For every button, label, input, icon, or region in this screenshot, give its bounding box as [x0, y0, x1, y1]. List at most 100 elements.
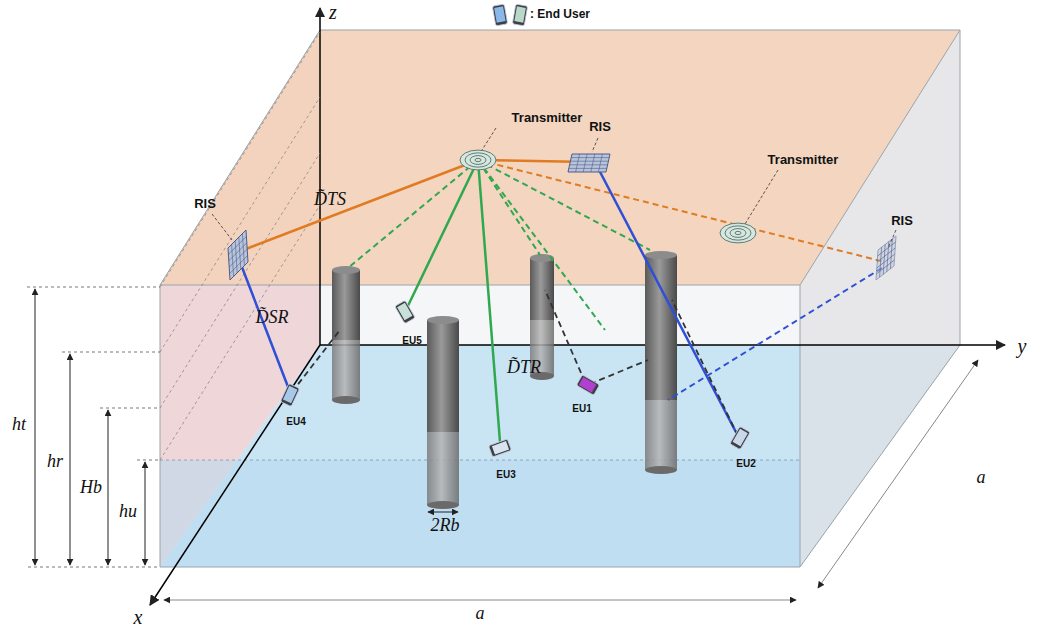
transmitter-ring: [735, 231, 741, 234]
height-guide: [160, 97, 320, 352]
transmitter-ring: [725, 226, 751, 240]
ris-surface: [228, 230, 248, 280]
label-text: a: [977, 468, 986, 488]
ris-surface: [568, 154, 610, 172]
ris-grid: [890, 239, 892, 269]
diameter-arrow: [428, 512, 458, 513]
height-arrow: [145, 462, 146, 565]
leader-line: [482, 128, 496, 150]
phone-screen: [579, 377, 596, 392]
label-text: EU4: [286, 416, 305, 427]
blocked-link: [545, 290, 585, 382]
label-text: y: [1018, 335, 1027, 357]
transmitter-ring: [460, 150, 496, 170]
ris-grid: [878, 242, 896, 256]
ris-grid: [877, 254, 895, 268]
dimension-arrow: [818, 360, 978, 588]
pillar-top: [427, 316, 459, 324]
front-face: [160, 285, 800, 567]
direct-link: [478, 160, 540, 255]
pillar-base: [645, 466, 677, 474]
height-arrow: [108, 410, 109, 565]
height-tick: [27, 287, 160, 288]
label-text: EU3: [496, 469, 515, 480]
ris-panel: [876, 236, 896, 280]
z-axis: [319, 8, 321, 345]
pillar-top: [332, 266, 360, 274]
pillar-body: [427, 432, 459, 505]
label-text: EU5: [402, 335, 421, 346]
direct-link: [478, 160, 500, 442]
ris-grid: [569, 168, 607, 169]
label-text: EU2: [736, 458, 755, 469]
room-edge: [160, 30, 320, 285]
ris-grid: [571, 157, 609, 158]
label-text: Hb: [80, 478, 102, 498]
ris-grid: [883, 244, 885, 274]
ris-grid: [570, 161, 608, 162]
phone-screen: [492, 441, 509, 455]
label-text: D̃SR: [256, 308, 289, 328]
blocked-link: [292, 330, 340, 392]
phone-screen: [733, 429, 748, 446]
phone-icon: [730, 426, 750, 449]
ris-grid: [880, 247, 882, 277]
pillar-body: [645, 400, 677, 470]
phone-body: [280, 383, 299, 406]
dimension-arrow: [164, 600, 796, 601]
pillar-body: [530, 258, 554, 320]
pillar: [427, 316, 459, 509]
transmitter-disc: [720, 223, 756, 243]
height-guide: [160, 153, 320, 408]
transmitter-ring: [720, 223, 756, 243]
user-height-line: [160, 460, 800, 461]
ris-grid: [583, 154, 587, 172]
pillar-body: [427, 320, 459, 432]
height-guide: [160, 205, 320, 460]
pillar-body: [332, 340, 360, 400]
phone-body: [489, 439, 512, 457]
label-text: D̃TS: [314, 190, 346, 210]
height-tick: [62, 352, 160, 353]
phone-icon: [280, 383, 299, 406]
transmitter-ring: [475, 158, 481, 161]
label-text: hr: [47, 452, 63, 472]
ris-grid: [570, 164, 608, 165]
transmitter-ring: [465, 153, 491, 167]
ris-grid: [877, 248, 895, 262]
phone-icon: [576, 375, 599, 395]
leader-line: [888, 230, 896, 248]
height-tick: [28, 567, 160, 568]
ris-panel: [228, 230, 248, 280]
height-tick: [100, 408, 160, 409]
ris-grid: [576, 154, 580, 172]
leader-line: [212, 214, 232, 240]
label-text: EU1: [572, 403, 591, 414]
room-edge: [960, 30, 961, 345]
ris-link: [478, 160, 885, 262]
label-text: x: [134, 606, 143, 628]
phone-icon: [492, 4, 507, 26]
direct-link: [405, 160, 478, 312]
pillar: [645, 251, 677, 474]
phone-body: [492, 4, 507, 26]
height-arrow: [35, 289, 36, 565]
blocked-link: [672, 300, 738, 436]
label-text: a: [476, 604, 485, 624]
phone-icon: [512, 4, 527, 26]
label-text: hu: [119, 502, 137, 522]
x-axis: [150, 345, 320, 605]
leader-line: [745, 170, 778, 224]
leader-line: [592, 138, 598, 152]
pillar-top: [645, 251, 677, 259]
label-text: RIS: [194, 197, 216, 211]
pillar-base: [332, 396, 360, 404]
legend-text: : End User: [530, 8, 590, 21]
room-edge: [800, 345, 960, 567]
phone-icon: [489, 439, 512, 457]
phone-body: [576, 375, 599, 395]
phone-body: [512, 4, 527, 26]
phone-screen: [514, 6, 525, 22]
